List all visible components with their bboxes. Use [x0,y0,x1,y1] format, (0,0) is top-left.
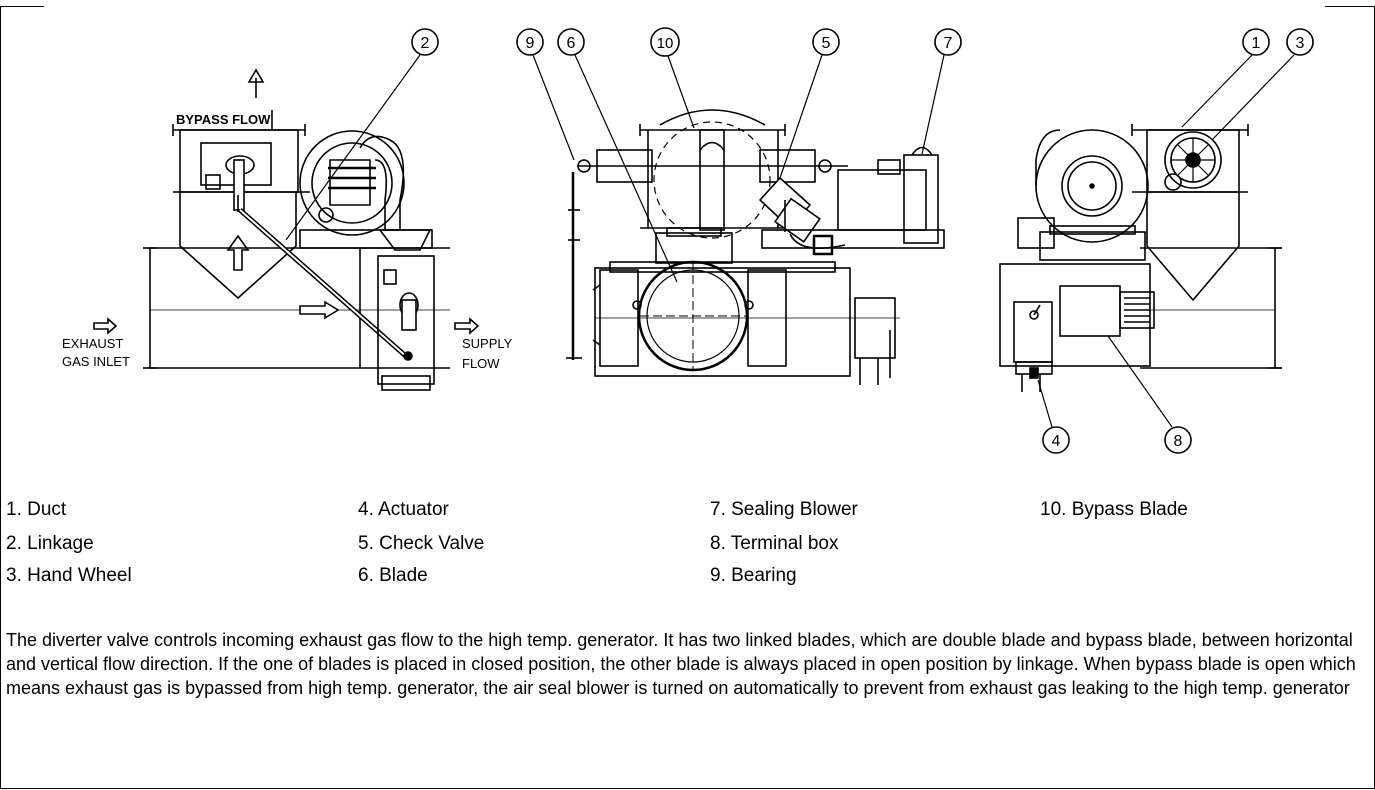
svg-text:2: 2 [421,35,430,52]
legend-item-linkage: 2. Linkage [6,533,94,554]
label-supply: SUPPLY [462,336,513,351]
svg-text:7: 7 [944,35,953,52]
callout-2: 2 [285,28,439,241]
label-exhaust: EXHAUST [62,336,123,351]
callout-3: 3 [1211,28,1314,141]
svg-text:5: 5 [822,35,831,52]
legend-item-bearing: 9. Bearing [710,565,797,586]
legend-item-terminal-box: 8. Terminal box [710,533,839,554]
callout-10: 10 [650,27,695,129]
legend-item-duct: 1. Duct [6,499,67,520]
left-view: BYPASS FLOW EXHAUST GAS INLET [62,28,513,391]
callout-5: 5 [779,28,840,179]
svg-text:8: 8 [1174,433,1183,450]
callout-7: 7 [921,28,962,155]
parts-legend: 1. Duct 2. Linkage 3. Hand Wheel 4. Actu… [6,499,1366,589]
legend-item-check-valve: 5. Check Valve [358,533,485,554]
description-paragraph: The diverter valve controls incoming exh… [6,630,1356,698]
middle-view: 9 6 10 5 7 [516,27,962,385]
callout-6: 6 [557,28,678,283]
callout-8: 8 [1107,335,1192,454]
frame-top-left-line [0,6,44,7]
right-view: 1 3 4 8 [999,28,1314,454]
svg-text:1: 1 [1252,35,1261,52]
diverter-valve-drawing: BYPASS FLOW EXHAUST GAS INLET [62,27,1314,454]
legend-item-actuator: 4. Actuator [358,499,449,520]
callout-1: 1 [1181,28,1270,128]
label-gas-inlet: GAS INLET [62,354,130,369]
svg-text:6: 6 [567,35,576,52]
legend-item-hand-wheel: 3. Hand Wheel [6,565,132,586]
callout-9: 9 [516,28,575,161]
svg-text:4: 4 [1052,433,1061,450]
svg-text:10: 10 [657,35,674,52]
callout-4: 4 [1037,379,1070,454]
legend-item-sealing-blower: 7. Sealing Blower [710,499,858,520]
svg-text:9: 9 [526,35,535,52]
frame-top-right-line [1325,6,1375,7]
legend-item-bypass-blade: 10. Bypass Blade [1040,499,1188,520]
label-bypass-flow: BYPASS FLOW [176,112,271,127]
label-flow: FLOW [462,356,500,371]
bypass-flow-arrow [247,68,265,98]
legend-item-blade: 6. Blade [358,565,428,586]
svg-text:3: 3 [1296,35,1305,52]
